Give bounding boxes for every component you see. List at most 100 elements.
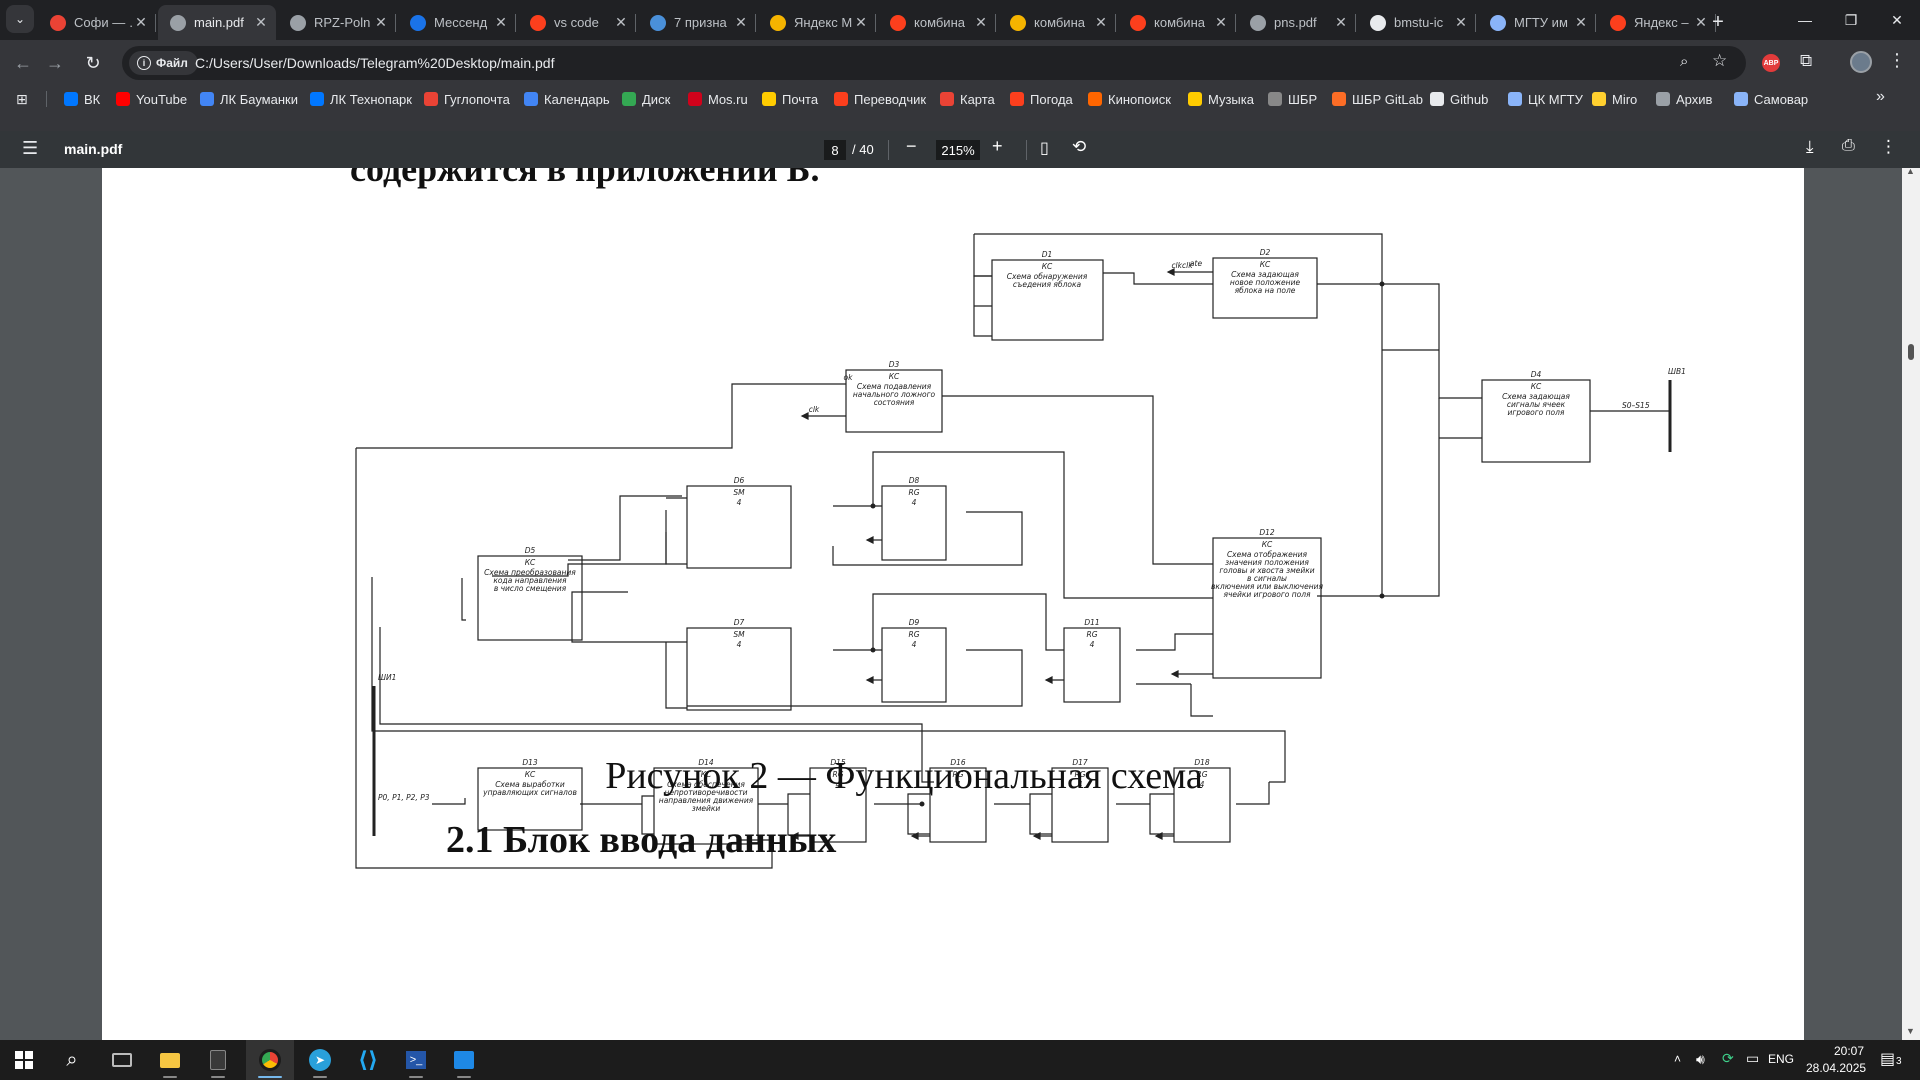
scrollbar-thumb[interactable]: [1908, 344, 1914, 360]
bookmark-item[interactable]: Карта: [940, 89, 995, 109]
bookmark-item[interactable]: Календарь: [524, 89, 610, 109]
close-tab-icon[interactable]: ✕: [495, 14, 507, 30]
address-bar[interactable]: i Файл C:/Users/User/Downloads/Telegram%…: [122, 46, 1746, 80]
tab-7[interactable]: комбина✕: [878, 5, 996, 40]
bookmark-item[interactable]: Музыка: [1188, 89, 1254, 109]
minimize-button[interactable]: —: [1782, 0, 1828, 40]
tab-search-button[interactable]: ⌄: [6, 5, 34, 33]
tab-3[interactable]: Мессенд✕: [398, 5, 516, 40]
pdf-scrollbar[interactable]: ▲ ▼: [1902, 166, 1920, 1040]
close-tab-icon[interactable]: ✕: [255, 14, 267, 30]
tab-1[interactable]: main.pdf✕: [158, 5, 276, 40]
language-indicator[interactable]: ENG: [1768, 1052, 1795, 1066]
close-tab-icon[interactable]: ✕: [375, 14, 387, 30]
scroll-up-icon[interactable]: ▲: [1906, 166, 1915, 176]
avatar[interactable]: [1850, 51, 1872, 73]
download-icon[interactable]: ⤓: [1806, 137, 1814, 156]
bookmark-item[interactable]: ЦК МГТУ: [1508, 89, 1583, 109]
tab-4[interactable]: vs code✕: [518, 5, 636, 40]
close-window-button[interactable]: ✕: [1874, 0, 1920, 40]
taskbar-app[interactable]: [440, 1040, 488, 1080]
bookmark-item[interactable]: Mos.ru: [688, 89, 748, 109]
tab-12[interactable]: МГТУ им✕: [1478, 5, 1596, 40]
close-tab-icon[interactable]: ✕: [975, 14, 987, 30]
bookmark-item[interactable]: Кинопоиск: [1088, 89, 1171, 109]
more-bookmarks-icon[interactable]: »: [1876, 88, 1885, 105]
tab-9[interactable]: комбина✕: [1118, 5, 1236, 40]
clock-time[interactable]: 20:07: [1833, 1044, 1865, 1058]
bookmark-item[interactable]: ВК: [64, 89, 100, 109]
close-tab-icon[interactable]: ✕: [615, 14, 627, 30]
close-tab-icon[interactable]: ✕: [1095, 14, 1107, 30]
taskbar-powershell[interactable]: >_: [392, 1040, 440, 1080]
menu-dots-icon[interactable]: ⋮: [1888, 50, 1906, 70]
adblock-extension-icon[interactable]: ABP: [1762, 54, 1780, 72]
close-tab-icon[interactable]: ✕: [1695, 14, 1707, 30]
taskbar-vscode[interactable]: ⟨⟩: [344, 1040, 392, 1080]
tab-0[interactable]: Софи — …✕: [38, 5, 156, 40]
zoom-out-button[interactable]: −: [906, 136, 917, 156]
fit-page-icon[interactable]: ▯: [1040, 140, 1049, 157]
speaker-icon[interactable]: 🔊︎: [1696, 1051, 1705, 1067]
close-tab-icon[interactable]: ✕: [1455, 14, 1467, 30]
url-text[interactable]: C:/Users/User/Downloads/Telegram%20Deskt…: [195, 55, 555, 71]
page-number-input[interactable]: [824, 140, 846, 160]
zoom-input[interactable]: [936, 140, 980, 160]
bookmark-item[interactable]: Погода: [1010, 89, 1073, 109]
bookmark-item[interactable]: Гуглопочта: [424, 89, 510, 109]
bookmark-item[interactable]: Github: [1430, 89, 1488, 109]
more-options-icon[interactable]: ⋮: [1880, 137, 1897, 156]
bookmark-item[interactable]: Miro: [1592, 89, 1637, 109]
zoom-in-button[interactable]: +: [992, 136, 1003, 156]
back-button[interactable]: ←: [8, 48, 38, 78]
clock-date[interactable]: 28.04.2025: [1806, 1061, 1867, 1075]
tray-chevron-icon[interactable]: ˄: [1674, 1052, 1682, 1066]
bookmark-item[interactable]: ЛК Технопарк: [310, 89, 412, 109]
rotate-icon[interactable]: ⟲: [1072, 137, 1087, 156]
taskbar-telegram[interactable]: ➤: [296, 1040, 344, 1080]
close-tab-icon[interactable]: ✕: [1575, 14, 1587, 30]
scroll-down-icon[interactable]: ▼: [1906, 1026, 1915, 1036]
close-tab-icon[interactable]: ✕: [1215, 14, 1227, 30]
tab-13[interactable]: Яндекс –✕: [1598, 5, 1716, 40]
print-icon[interactable]: ⎙: [1842, 137, 1855, 154]
task-view-button[interactable]: [98, 1040, 146, 1080]
new-tab-button[interactable]: +: [1704, 8, 1732, 36]
close-tab-icon[interactable]: ✕: [735, 14, 747, 30]
search-button[interactable]: ⌕: [48, 1040, 96, 1080]
tab-10[interactable]: pns.pdf✕: [1238, 5, 1356, 40]
close-tab-icon[interactable]: ✕: [855, 14, 867, 30]
bookmark-item[interactable]: ЛК Бауманки: [200, 89, 298, 109]
close-tab-icon[interactable]: ✕: [135, 14, 147, 30]
zoom-icon[interactable]: ⌕: [1680, 53, 1689, 70]
hamburger-menu-icon[interactable]: ☰: [22, 138, 39, 158]
bookmark-item[interactable]: YouTube: [116, 89, 187, 109]
taskbar-calculator[interactable]: [194, 1040, 242, 1080]
apps-grid-icon[interactable]: ⊞: [16, 91, 28, 107]
tab-2[interactable]: RPZ-Poln✕: [278, 5, 396, 40]
bookmark-item[interactable]: ШБР: [1268, 89, 1317, 109]
bookmark-item[interactable]: Почта: [762, 89, 818, 109]
reload-button[interactable]: ↻: [78, 48, 108, 78]
network-icon[interactable]: ▭: [1746, 1050, 1760, 1066]
bookmark-item[interactable]: Архив: [1656, 89, 1712, 109]
tab-11[interactable]: bmstu-ic✕: [1358, 5, 1476, 40]
forward-button[interactable]: →: [40, 48, 70, 78]
close-tab-icon[interactable]: ✕: [1335, 14, 1347, 30]
taskbar-chrome[interactable]: [246, 1040, 294, 1080]
restore-button[interactable]: ❐: [1828, 0, 1874, 40]
notifications-icon[interactable]: ▤: [1880, 1051, 1896, 1068]
taskbar-file-explorer[interactable]: [146, 1040, 194, 1080]
tab-6[interactable]: Яндекс М✕: [758, 5, 876, 40]
bookmark-item[interactable]: Переводчик: [834, 89, 926, 109]
start-button[interactable]: [0, 1040, 48, 1080]
sync-icon[interactable]: ⟳: [1722, 1050, 1734, 1066]
bookmark-item[interactable]: Диск: [622, 89, 670, 109]
tab-5[interactable]: 7 призна✕: [638, 5, 756, 40]
bookmark-star-icon[interactable]: ☆: [1712, 51, 1728, 70]
bookmark-item[interactable]: ШБР GitLab: [1332, 89, 1423, 109]
extensions-icon[interactable]: ⧉: [1800, 51, 1813, 70]
site-info-chip[interactable]: i Файл: [129, 51, 198, 75]
pdf-viewer[interactable]: содержится в приложении Б.: [0, 168, 1920, 1040]
tab-8[interactable]: комбина✕: [998, 5, 1116, 40]
